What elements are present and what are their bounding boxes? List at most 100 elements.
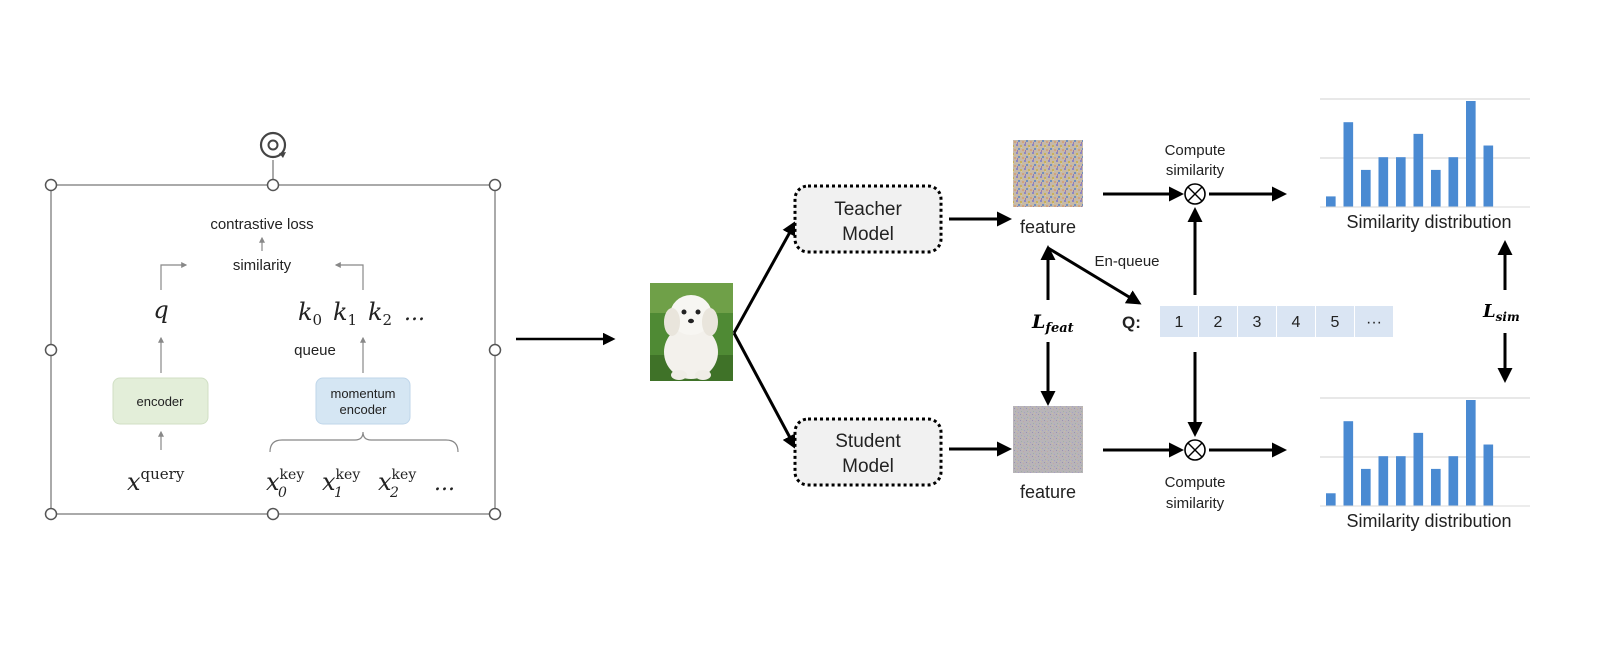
queue-cell	[1316, 306, 1354, 337]
similarity-label: similarity	[233, 257, 292, 274]
queue-cell	[1238, 306, 1276, 337]
resize-handles[interactable]	[44, 178, 502, 521]
similarity-chart-bottom	[1320, 397, 1530, 507]
chart-bar	[1361, 468, 1371, 506]
arrow-input-to-student	[732, 332, 797, 450]
compute-similarity-bottom-line2: similarity	[1166, 495, 1225, 512]
chart-bar	[1466, 101, 1476, 207]
resize-handle-w	[44, 343, 58, 357]
compute-similarity-bottom-line1: Compute	[1165, 474, 1226, 491]
encoder-label: encoder	[137, 394, 185, 409]
chart-bar	[1326, 493, 1336, 506]
teacher-model-line1: Teacher	[834, 199, 902, 220]
multiply-top-icon	[1184, 183, 1206, 205]
student-model-box: Student Model	[793, 417, 943, 487]
resize-handle-e	[488, 343, 502, 357]
similarity-distribution-bottom-label: Similarity distribution	[1346, 511, 1511, 531]
rotate-handle-icon[interactable]	[259, 131, 287, 159]
x0-key-sub: 0	[278, 485, 287, 501]
x-ellipsis: ...	[434, 471, 455, 496]
resize-handle-se	[488, 507, 502, 521]
compute-similarity-top-line2: similarity	[1166, 162, 1225, 179]
queue-cell-label: 1	[1175, 314, 1184, 331]
similarity-distribution-top-label: Similarity distribution	[1346, 212, 1511, 232]
x1-key-symbol: xkey	[322, 467, 360, 496]
feature-top-label: feature	[1020, 217, 1076, 237]
chart-bar	[1326, 196, 1336, 207]
multiply-bottom-icon	[1184, 439, 1206, 461]
encoder-box	[112, 377, 209, 425]
student-feature-map	[1013, 406, 1083, 473]
contrastive-loss-label: contrastive loss	[210, 216, 313, 233]
chart-bar	[1378, 157, 1389, 207]
chart-bar	[1413, 133, 1424, 207]
x2-key-symbol: xkey	[378, 467, 416, 496]
k0-symbol: k0	[298, 298, 322, 329]
x-query-symbol: xquery	[127, 465, 185, 496]
queue-cell	[1199, 306, 1237, 337]
teacher-model-line2: Model	[842, 224, 894, 245]
queue-cell-label: 4	[1292, 314, 1301, 331]
chart-bar	[1483, 145, 1494, 207]
resize-handle-s	[266, 507, 280, 521]
arrow-input-to-teacher	[732, 220, 797, 334]
chart-bar	[1466, 400, 1476, 506]
queue-cell-label: 3	[1253, 314, 1262, 331]
momentum-encoder-box	[315, 377, 411, 425]
queue-label: queue	[294, 342, 336, 359]
student-model-line2: Model	[842, 456, 894, 477]
moco-panel[interactable]: contrastive loss similarity q k0 k1 k2 .…	[44, 131, 502, 521]
momentum-encoder-line1: momentum	[330, 386, 395, 401]
x2-key-sub: 2	[389, 485, 399, 501]
student-model-line1: Student	[835, 431, 901, 452]
teacher-model-box: Teacher Model	[793, 184, 943, 254]
resize-handle-ne	[488, 178, 502, 192]
chart-bar	[1378, 456, 1389, 506]
l-sim-label: Lsim	[1482, 301, 1520, 324]
momentum-encoder-line2: encoder	[340, 402, 388, 417]
x-keys-row: xkey 0 xkey 1 xkey 2 ...	[266, 467, 455, 501]
chart-bar	[1396, 157, 1406, 207]
input-image-dog	[650, 283, 733, 381]
chart-bar	[1361, 169, 1371, 207]
compute-similarity-top-line1: Compute	[1165, 142, 1226, 159]
teacher-feature-map	[1013, 140, 1083, 207]
chart-bar	[1396, 456, 1406, 506]
en-queue-label: En-queue	[1094, 253, 1159, 270]
chart-bar	[1483, 444, 1494, 506]
arrow-k-to-similarity	[334, 262, 364, 290]
k1-symbol: k1	[333, 298, 357, 329]
chart-bar	[1413, 432, 1424, 506]
chart-bar	[1431, 468, 1441, 506]
queue-cell	[1355, 306, 1393, 337]
chart-bar	[1431, 169, 1441, 207]
key-brace	[269, 431, 459, 453]
q-symbol: q	[153, 296, 168, 324]
queue-cells: 1 2 3 4 5 ···	[1160, 306, 1393, 337]
similarity-chart-top	[1320, 98, 1530, 208]
x1-key-sub: 1	[334, 485, 343, 501]
resize-handle-n	[266, 178, 280, 192]
feature-bottom-label: feature	[1020, 482, 1076, 502]
k2-symbol: k2	[368, 298, 392, 329]
chart-bar	[1343, 122, 1354, 207]
chart-bar	[1343, 421, 1354, 506]
queue-cell	[1160, 306, 1198, 337]
arrow-q-to-similarity	[160, 262, 188, 290]
resize-handle-nw	[44, 178, 58, 192]
x0-key-symbol: xkey	[266, 467, 304, 496]
chart-bar	[1448, 157, 1459, 207]
resize-handle-sw	[44, 507, 58, 521]
k-ellipsis: ...	[404, 301, 425, 326]
queue-q-label: Q:	[1122, 313, 1141, 332]
queue-cell-label: 2	[1214, 314, 1223, 331]
queue-cell-label: ···	[1366, 314, 1382, 331]
queue-cell-label: 5	[1331, 314, 1340, 331]
arrow-enqueue	[1047, 246, 1142, 305]
queue-cell	[1277, 306, 1315, 337]
keys-row: k0 k1 k2 ...	[298, 298, 425, 329]
l-feat-label: Lfeat	[1031, 311, 1074, 336]
chart-bar	[1448, 456, 1459, 506]
selection-frame[interactable]	[50, 184, 496, 515]
